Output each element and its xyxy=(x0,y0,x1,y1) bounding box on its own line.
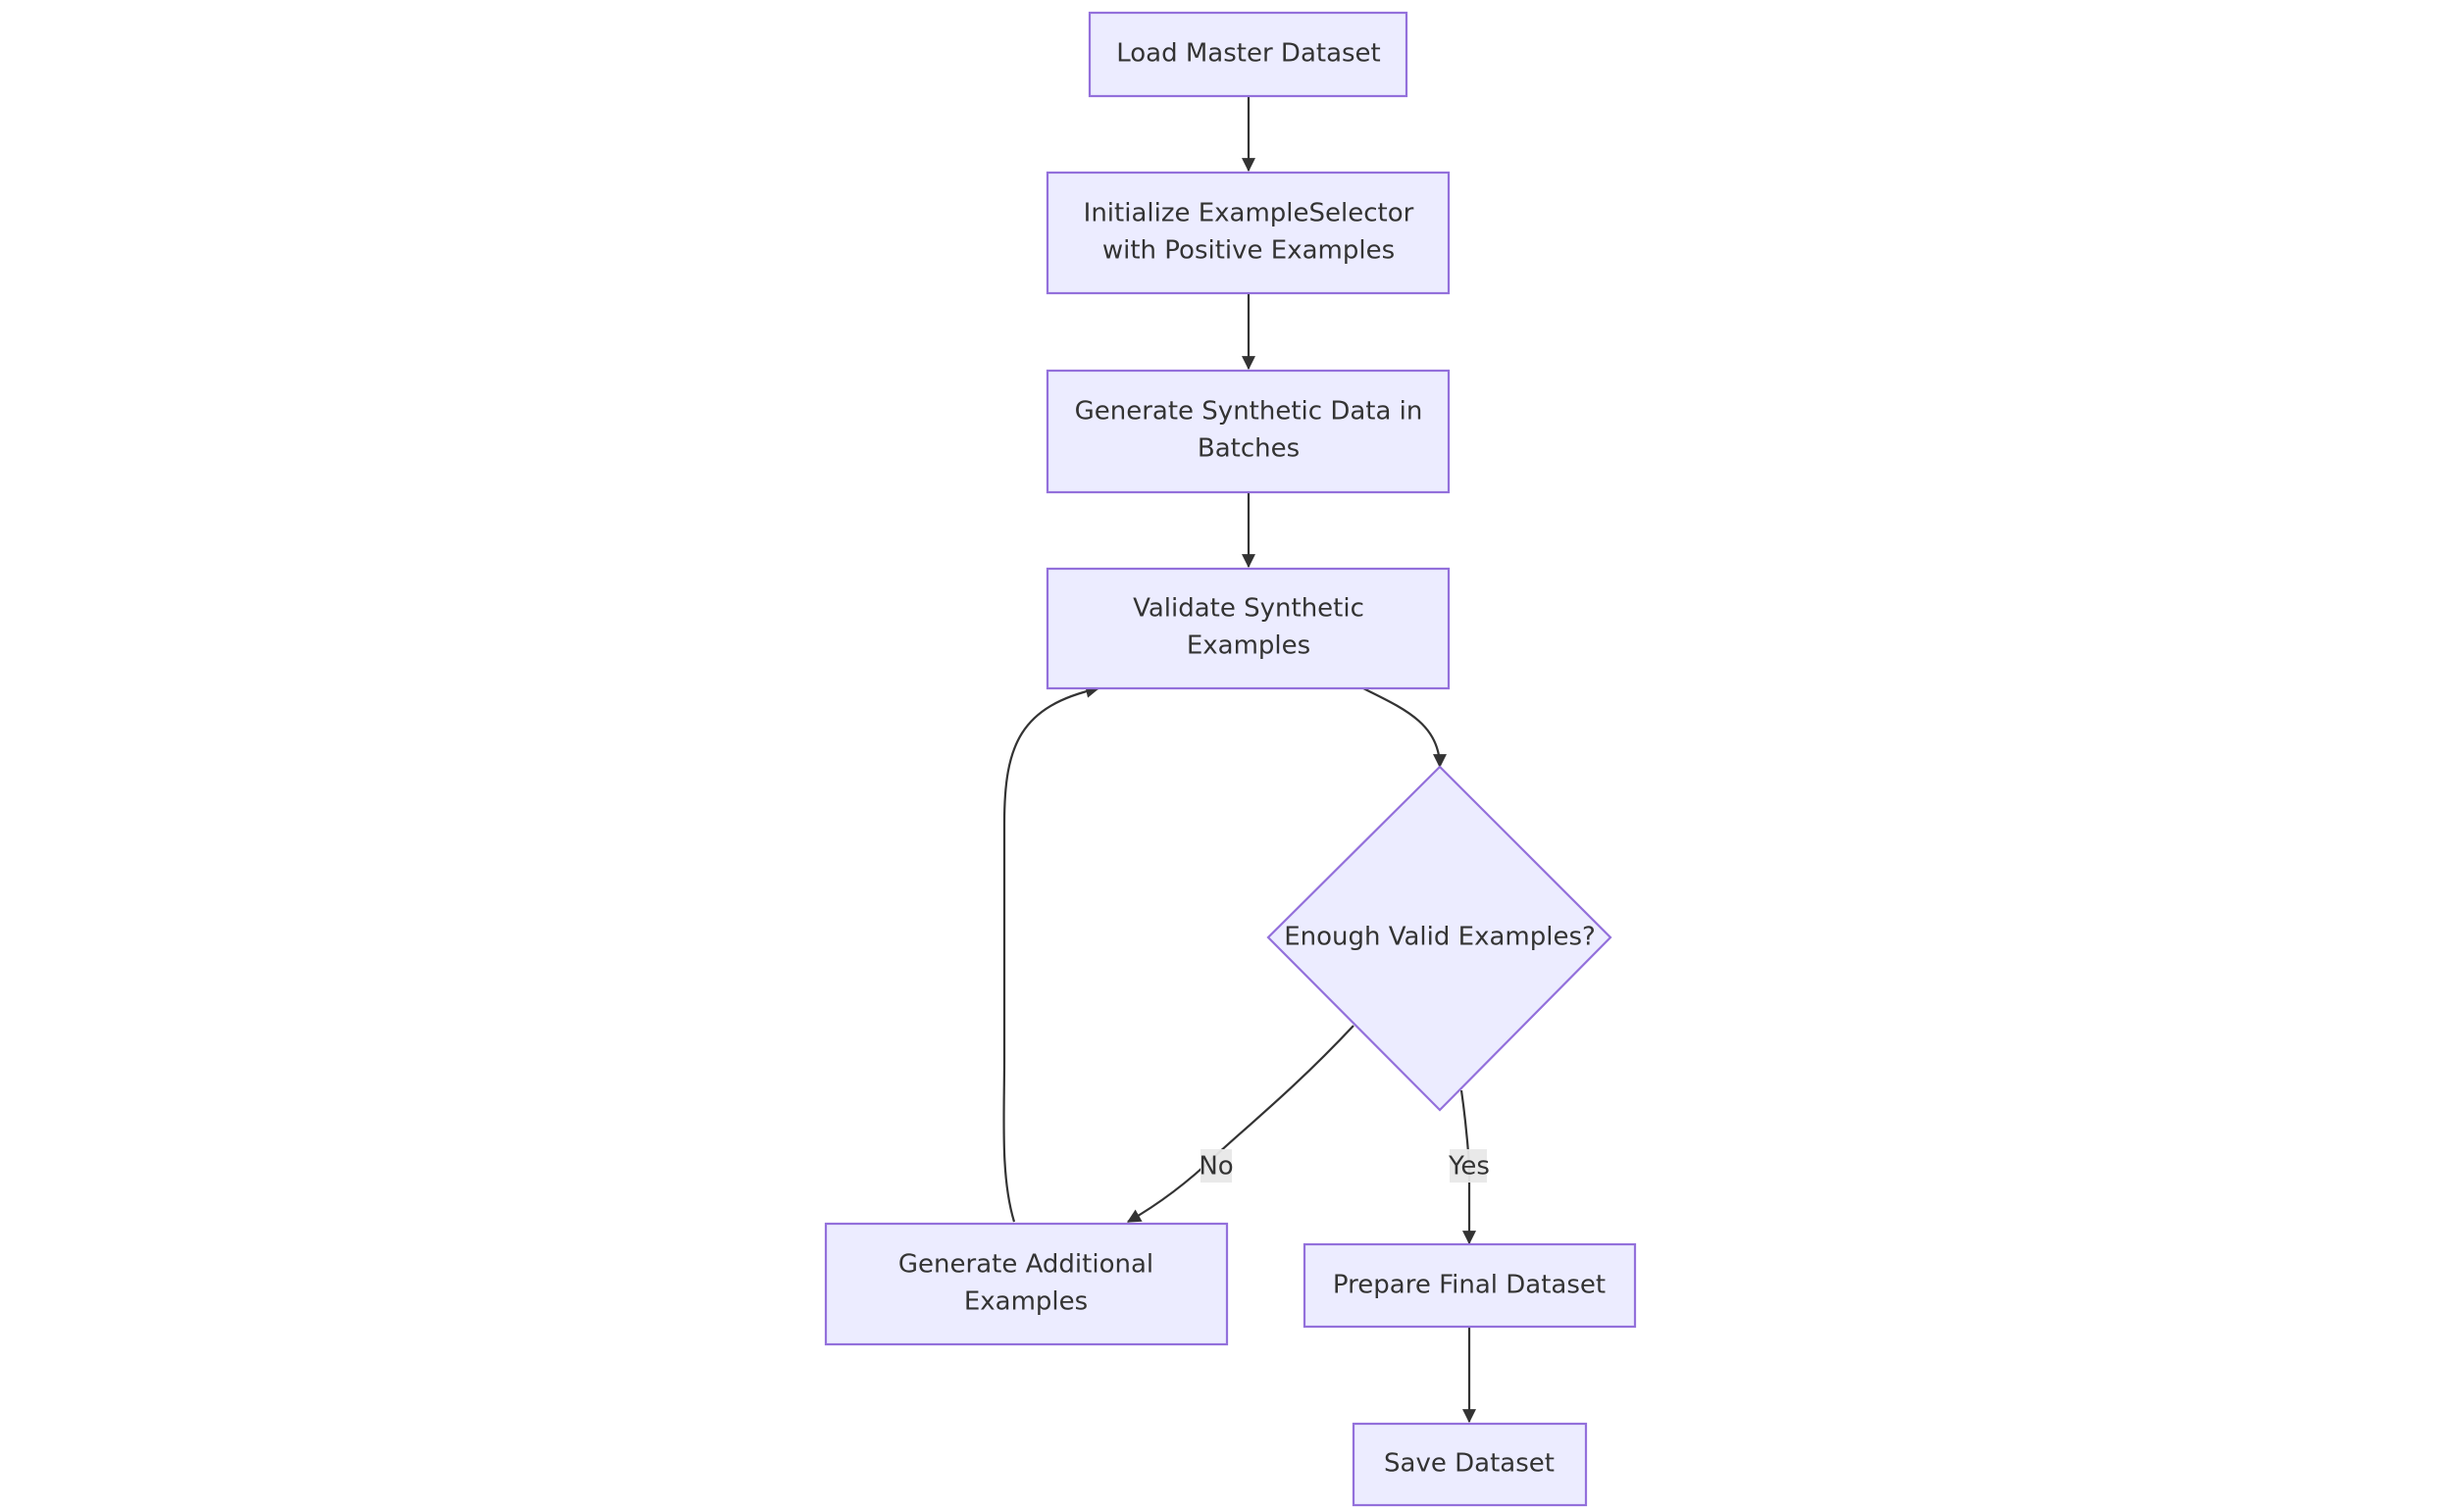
edge-label-no-text: No xyxy=(1199,1152,1233,1182)
node-generate-additional-examples: Generate Additional Examples xyxy=(824,1222,1229,1346)
node-validate-synthetic-examples: Validate Synthetic Examples xyxy=(1046,567,1451,690)
node-save-dataset-label: Save Dataset xyxy=(1384,1449,1555,1479)
node-initialize-example-selector-label-line1: Initialize ExampleSelector xyxy=(1084,199,1414,228)
node-initialize-example-selector-label-line2: with Positive Examples xyxy=(1102,236,1395,266)
edge-validate-to-decision xyxy=(1362,687,1447,769)
node-generate-additional-examples-label-line1: Generate Additional xyxy=(898,1250,1153,1280)
edge-label-yes-text: Yes xyxy=(1448,1152,1490,1182)
edge-decision-no xyxy=(1126,1025,1354,1223)
node-generate-synthetic-batches: Generate Synthetic Data in Batches xyxy=(1046,369,1451,494)
node-generate-additional-examples-label-line2: Examples xyxy=(964,1287,1088,1317)
node-generate-synthetic-batches-label-line1: Generate Synthetic Data in xyxy=(1075,397,1423,427)
node-generate-synthetic-batches-label-line2: Batches xyxy=(1198,434,1300,464)
edge-label-no: No xyxy=(1199,1149,1234,1183)
node-save-dataset: Save Dataset xyxy=(1352,1422,1588,1507)
node-validate-synthetic-examples-label-line1: Validate Synthetic xyxy=(1133,594,1364,624)
node-decision-enough-valid-examples: Enough Valid Examples? xyxy=(1266,765,1612,1112)
node-load-master-dataset-label: Load Master Dataset xyxy=(1116,39,1381,69)
node-prepare-final-dataset: Prepare Final Dataset xyxy=(1303,1242,1637,1329)
node-decision-label: Enough Valid Examples? xyxy=(1284,923,1596,952)
node-prepare-final-dataset-label: Prepare Final Dataset xyxy=(1333,1271,1606,1300)
edge-label-yes: Yes xyxy=(1448,1149,1490,1183)
edge-additional-to-validate xyxy=(1002,683,1100,1223)
node-load-master-dataset: Load Master Dataset xyxy=(1088,11,1408,98)
node-validate-synthetic-examples-label-line2: Examples xyxy=(1187,631,1310,661)
node-initialize-example-selector: Initialize ExampleSelector with Positive… xyxy=(1046,171,1451,295)
